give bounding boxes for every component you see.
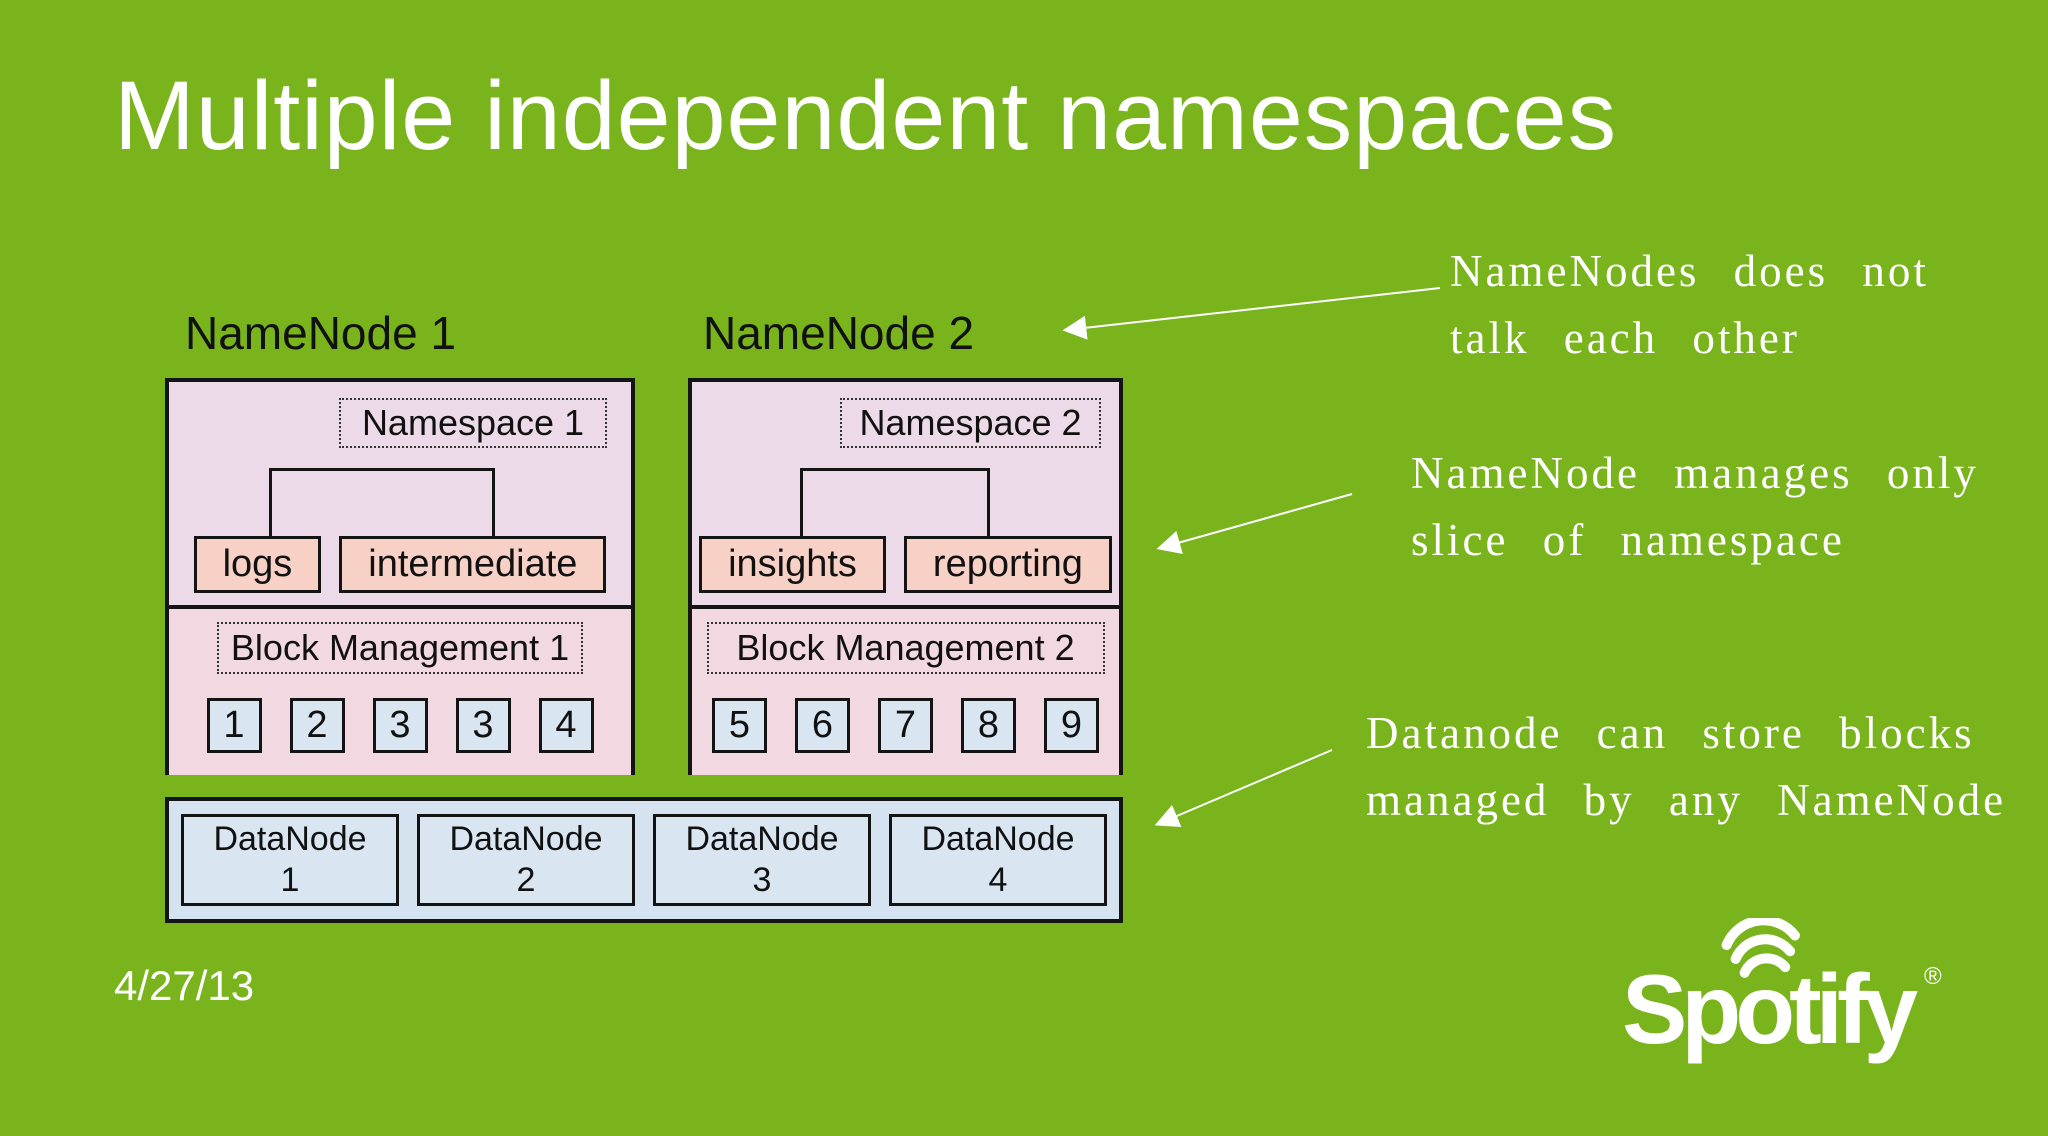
namespace-2-label: Namespace 2: [840, 398, 1101, 448]
block-square: 4: [538, 698, 594, 753]
namespace-1-section: Namespace 1 logs intermediate: [169, 382, 631, 605]
block-management-2-label: Block Management 2: [706, 622, 1105, 674]
annotation-line: talk each other: [1450, 313, 1800, 363]
slide-date: 4/27/13: [114, 962, 255, 1009]
tree-connector: [800, 468, 990, 536]
registered-mark: ®: [1924, 963, 1942, 990]
annotation-namenodes-dont-talk: NameNodes does not talk each other: [1450, 238, 1929, 372]
annotation-line: Datanode can store blocks: [1366, 708, 1975, 758]
block-square: 3: [372, 698, 428, 753]
annotation-line: slice of namespace: [1411, 515, 1845, 565]
spotify-logo: Spotify ®: [1622, 918, 1942, 1064]
block-square: 7: [878, 698, 933, 753]
spotify-arcs-icon: [1721, 918, 1800, 978]
annotation-datanode-any-blocks: Datanode can store blocks managed by any…: [1366, 700, 2006, 834]
annotation-line: NameNode manages only: [1411, 448, 1979, 498]
hdfs-federation-diagram: NameNode 1 Namespace 1 logs intermediate …: [165, 310, 1123, 923]
namenode-2-group: NameNode 2 Namespace 2 insights reporting…: [688, 307, 1123, 775]
page-title: Multiple independent namespaces: [114, 61, 1618, 170]
annotation-line: managed by any NameNode: [1366, 775, 2007, 825]
arrow-to-datanode-row: [1154, 749, 1333, 828]
namespace-2-section: Namespace 2 insights reporting: [692, 382, 1119, 605]
block-square: 5: [712, 698, 767, 753]
annotation-line: NameNodes does not: [1450, 246, 1929, 296]
namenode-1-title: NameNode 1: [185, 307, 457, 359]
namenode-1-card: Namespace 1 logs intermediate Block Manag…: [165, 378, 635, 775]
block-management-1-label: Block Management 1: [217, 622, 583, 674]
namenode-1-group: NameNode 1 Namespace 1 logs intermediate …: [165, 307, 635, 775]
namespace-1-label: Namespace 1: [339, 398, 607, 448]
block-square: 9: [1044, 698, 1099, 753]
namespace-child-box: intermediate: [339, 536, 607, 593]
block-square: 1: [206, 698, 262, 753]
namenode-2-title: NameNode 2: [703, 307, 975, 359]
annotation-namespace-slice: NameNode manages only slice of namespace: [1411, 440, 1979, 574]
spotify-wordmark: Spotify: [1622, 954, 1918, 1064]
block-square: 2: [289, 698, 345, 753]
tree-connector: [269, 468, 495, 536]
arrow-to-namespace-box: [1156, 493, 1353, 555]
namespace-child-box: insights: [699, 536, 886, 593]
namespace-1-children: logs intermediate: [169, 536, 631, 593]
namespace-2-children: insights reporting: [692, 536, 1119, 593]
block-square: 6: [795, 698, 850, 753]
namespace-child-box: logs: [193, 536, 322, 593]
block-square: 3: [455, 698, 511, 753]
block-square: 8: [961, 698, 1016, 753]
namenode-2-card: Namespace 2 insights reporting Block Mana…: [688, 378, 1123, 775]
namespace-child-box: reporting: [903, 536, 1112, 593]
